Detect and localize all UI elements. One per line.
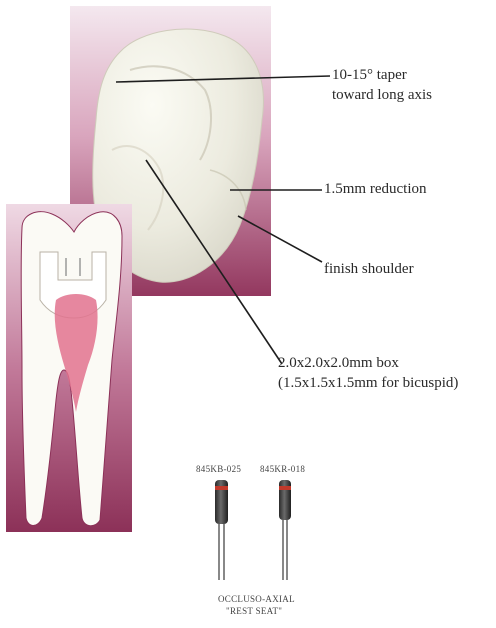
bur-left xyxy=(215,480,228,580)
bur-caption-line2: "REST SEAT" xyxy=(226,606,282,616)
bur-right xyxy=(279,480,291,580)
box-label-line2: (1.5x1.5x1.5mm for bicuspid) xyxy=(278,374,458,393)
box-label-line1: 2.0x2.0x2.0mm box xyxy=(278,354,399,373)
bur-caption-line1: OCCLUSO-AXIAL xyxy=(218,594,295,604)
taper-label-line1: 10-15° taper xyxy=(332,66,407,85)
bur-left-code: 845KB-025 xyxy=(196,464,241,474)
reduction-label: 1.5mm reduction xyxy=(324,180,426,199)
bur-right-code: 845KR-018 xyxy=(260,464,305,474)
taper-label-line2: toward long axis xyxy=(332,86,432,105)
shoulder-label: finish shoulder xyxy=(324,260,414,279)
